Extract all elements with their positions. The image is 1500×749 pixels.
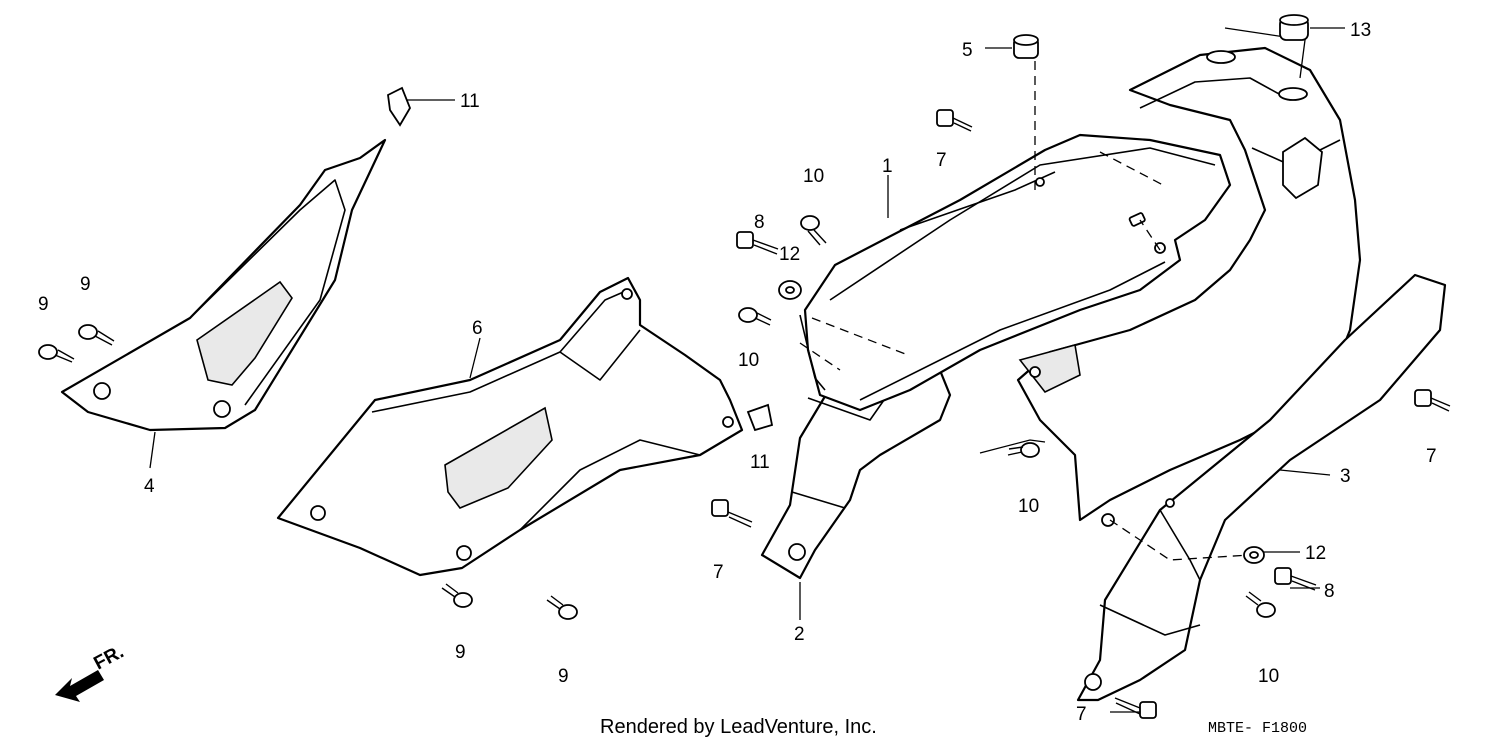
callout-10-lower-right: 10 [1258,666,1279,687]
callout-1: 1 [882,156,893,177]
bolt-7-lower [711,499,753,528]
callout-5: 5 [962,40,973,61]
grommet-5 [1013,34,1039,59]
callout-12-left: 12 [779,244,800,265]
washer-12-left [778,280,802,300]
bolt-8-left [736,231,779,255]
part-4-left-cowl [60,138,387,432]
part-6-side-cover [276,276,744,577]
screw-9-bottom-1 [441,583,473,608]
callout-8-left: 8 [754,212,765,233]
callout-9-bottom-1: 9 [455,642,466,663]
callout-3: 3 [1340,466,1351,487]
callout-10-mid: 10 [738,350,759,371]
front-direction-label: FR. [90,642,127,675]
part-1-seat-cowl-inner [799,133,1232,412]
diagram-code: MBTE- F1800 [1208,720,1308,737]
callout-9-bottom-2: 9 [558,666,569,687]
screw-9-left-2 [78,324,115,346]
callout-10-right: 10 [1018,496,1039,517]
bolt-7-bottom [1114,697,1157,719]
screw-10-lower-right [1245,591,1276,618]
clip-11-lower [746,403,774,432]
screw-10-mid [738,307,772,326]
callout-4: 4 [144,476,155,497]
bolt-8-right [1274,567,1317,591]
callout-7-top: 7 [936,150,947,171]
callout-7-bottom: 7 [1076,704,1087,725]
screw-10-right [1007,442,1040,458]
part-13-rear-seat-cowl [1016,46,1362,527]
screw-9-bottom-2 [546,595,578,620]
screw-9-left [38,344,75,363]
part-2-left-rear-side [760,353,952,580]
callout-8-right: 8 [1324,581,1335,602]
callout-10-top: 10 [803,166,824,187]
callout-6: 6 [472,318,483,339]
screw-10-top [800,215,827,246]
part-3-right-rear-side [1076,273,1447,702]
bolt-7-right [1414,389,1451,412]
front-direction-arrow: FR. [55,642,127,702]
bolt-7-top [936,109,973,132]
callout-numbers: 1 2 3 4 5 6 7 7 7 7 8 8 9 9 9 9 10 10 10… [38,20,1437,725]
clip-11-top [387,86,411,127]
callout-11-top: 11 [460,91,480,112]
washer-12-right [1243,546,1265,564]
alignment-lines [799,60,1251,561]
callout-7-lower: 7 [713,562,724,583]
grommet-13 [1279,14,1309,41]
callout-9-left: 9 [38,294,49,315]
callout-7-right: 7 [1426,446,1437,467]
callout-12-right: 12 [1305,543,1326,564]
leader-lines [149,27,1345,713]
callout-2: 2 [794,624,805,645]
hardware [38,14,1451,719]
callout-9-left-2: 9 [80,274,91,295]
callout-13: 13 [1350,20,1371,41]
render-credit: Rendered by LeadVenture, Inc. [600,716,877,738]
callout-11-lower: 11 [750,452,770,473]
